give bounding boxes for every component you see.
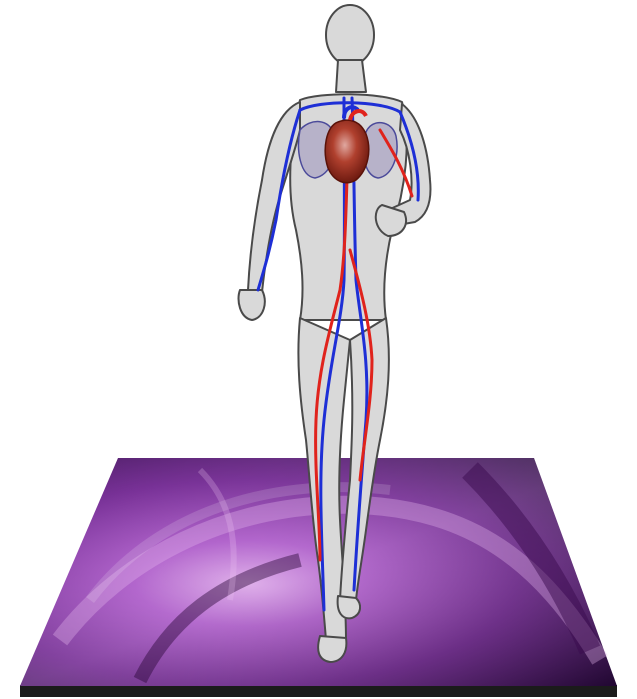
platform-edge	[20, 685, 617, 697]
